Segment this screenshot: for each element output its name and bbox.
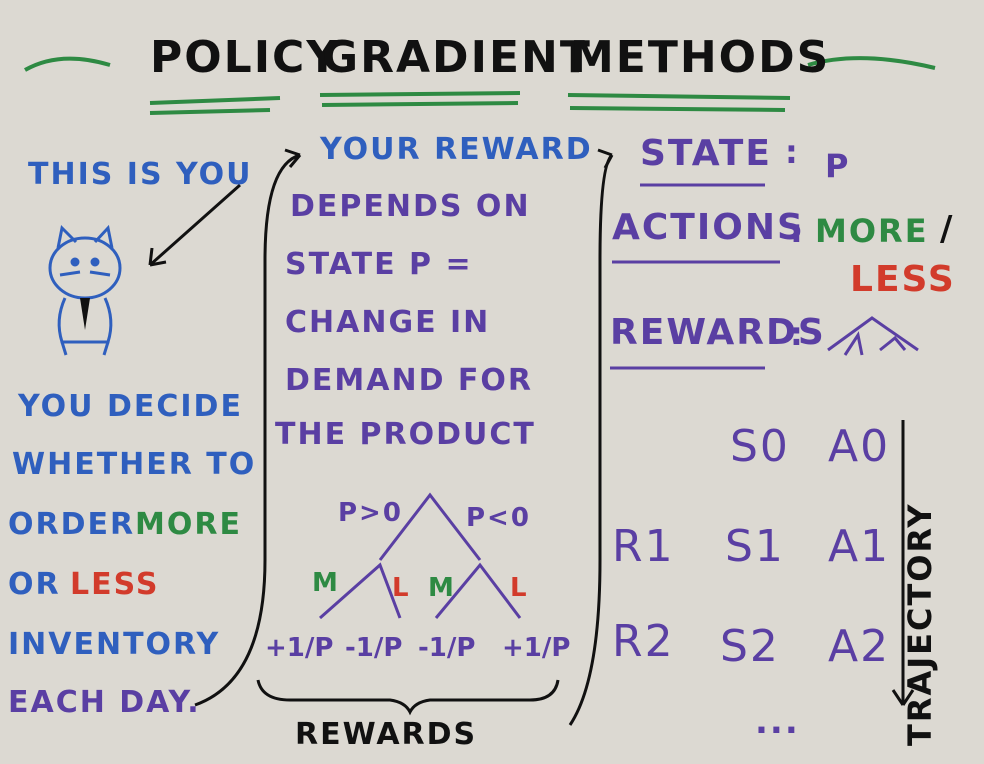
traj-a2: A2 bbox=[828, 621, 891, 672]
traj-a0: A0 bbox=[828, 421, 891, 472]
reward-value-4: +1/P bbox=[502, 633, 571, 663]
middle-line-3: STATE P = bbox=[285, 247, 473, 282]
actions-slash: / bbox=[940, 209, 955, 249]
tree-l1: L bbox=[392, 573, 411, 603]
traj-r2: R2 bbox=[612, 616, 675, 667]
title-underline bbox=[149, 96, 281, 105]
cat-icon bbox=[48, 224, 122, 356]
middle-line-6: THE PRODUCT bbox=[275, 417, 536, 452]
decide-line-6: EACH DAY. bbox=[8, 685, 201, 720]
curved-arrow-1 bbox=[194, 153, 301, 707]
decide-line-4a: OR bbox=[8, 567, 61, 602]
title-underline bbox=[569, 106, 786, 112]
title-underline bbox=[567, 93, 791, 100]
state-label: STATE bbox=[640, 133, 772, 174]
middle-line-5: DEMAND FOR bbox=[285, 363, 534, 398]
rewards-brace bbox=[256, 679, 560, 716]
traj-s0: S0 bbox=[730, 421, 790, 472]
arrow-head bbox=[284, 148, 302, 168]
trajectory-label: TRAJECTORY bbox=[901, 502, 939, 746]
mini-tree-icon bbox=[827, 316, 919, 356]
arrow-head bbox=[891, 689, 915, 706]
reward-value-2: -1/P bbox=[345, 633, 403, 663]
actions-more: MORE bbox=[815, 212, 929, 250]
title-word-1: POLICY bbox=[150, 32, 341, 83]
middle-line-4: CHANGE IN bbox=[285, 305, 491, 340]
traj-a1: A1 bbox=[828, 521, 891, 572]
tree-m2: M bbox=[428, 573, 456, 603]
middle-line-2: DEPENDS ON bbox=[290, 189, 531, 224]
title-underline bbox=[149, 108, 271, 115]
this-is-you: THIS IS YOU bbox=[28, 157, 253, 192]
rewards-colon: : bbox=[790, 315, 805, 353]
decide-line-4b: LESS bbox=[70, 567, 160, 602]
rewards-label: REWARDS bbox=[295, 717, 478, 752]
decide-line-1: YOU DECIDE bbox=[18, 389, 243, 424]
traj-s2: S2 bbox=[720, 621, 780, 672]
decide-line-2: WHETHER TO bbox=[12, 447, 257, 482]
state-colon: : bbox=[785, 133, 800, 171]
traj-r1: R1 bbox=[612, 521, 675, 572]
tree-right-branch: P<0 bbox=[466, 503, 531, 533]
tree-left-branch: P>0 bbox=[338, 498, 403, 528]
actions-colon: : bbox=[790, 212, 805, 250]
decide-line-3b: MORE bbox=[135, 507, 242, 542]
title-word-2: GRADIENT bbox=[322, 32, 592, 83]
reward-value-1: +1/P bbox=[265, 633, 334, 663]
decide-line-5: INVENTORY bbox=[8, 627, 221, 662]
title-squiggle-left bbox=[24, 56, 111, 72]
reward-value-3: -1/P bbox=[418, 633, 476, 663]
arrow-head bbox=[597, 148, 614, 169]
actions-label: ACTIONS bbox=[612, 207, 805, 248]
title-word-3: METHODS bbox=[570, 32, 831, 83]
decision-tree bbox=[319, 492, 522, 620]
traj-ellipsis: ... bbox=[755, 702, 800, 742]
middle-line-1: YOUR REWARD bbox=[320, 132, 593, 167]
tree-m1: M bbox=[312, 568, 340, 598]
actions-less: LESS bbox=[850, 259, 956, 300]
tree-l2: L bbox=[510, 573, 529, 603]
title-underline bbox=[321, 101, 519, 107]
state-value: P bbox=[825, 147, 851, 185]
title-squiggle-right bbox=[807, 56, 936, 70]
decide-line-3a: ORDER bbox=[8, 507, 136, 542]
curved-arrow-2 bbox=[568, 153, 614, 726]
tie-icon bbox=[80, 298, 90, 330]
title-underline bbox=[319, 91, 521, 97]
rewards-row-label: REWARDS bbox=[610, 312, 826, 353]
traj-s1: S1 bbox=[725, 521, 785, 572]
arrow-head bbox=[148, 247, 167, 267]
arrow-to-cat bbox=[149, 183, 241, 267]
